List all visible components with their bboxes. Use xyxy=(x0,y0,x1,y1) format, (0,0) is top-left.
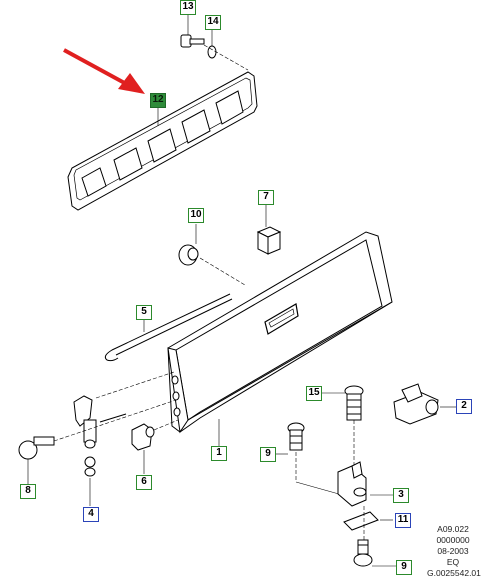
bracket-3 xyxy=(337,461,367,507)
bolt-9-lower xyxy=(353,539,373,567)
reference-line-2: 0000000 xyxy=(436,535,470,545)
callout-6[interactable]: 6 xyxy=(136,475,152,490)
bolt-13 xyxy=(180,34,205,48)
callout-3[interactable]: 3 xyxy=(393,488,409,503)
hinge-4 xyxy=(73,395,97,477)
callout-9-upper[interactable]: 9 xyxy=(260,447,276,462)
tailgate-1 xyxy=(167,231,393,434)
reference-line-3: 08-2003 xyxy=(437,546,469,556)
callout-4[interactable]: 4 xyxy=(83,507,99,522)
reference-line-5: G.0025542.01 xyxy=(427,568,481,578)
callout-7[interactable]: 7 xyxy=(258,190,274,205)
callout-14[interactable]: 14 xyxy=(205,15,221,30)
bumper-6 xyxy=(131,423,155,451)
callout-12[interactable]: 12 xyxy=(150,93,166,108)
reference-line-1: A09.022 xyxy=(437,524,469,534)
nutplate-11 xyxy=(343,511,379,531)
bolt-9-upper xyxy=(287,422,305,451)
callout-1[interactable]: 1 xyxy=(211,446,227,461)
callout-5[interactable]: 5 xyxy=(136,305,152,320)
rod-5 xyxy=(104,293,233,362)
bolt-15 xyxy=(344,385,364,421)
cap-7 xyxy=(256,226,282,255)
alignment-lines xyxy=(53,371,179,442)
callout-15[interactable]: 15 xyxy=(306,386,322,401)
latch-2 xyxy=(393,383,439,425)
callout-10[interactable]: 10 xyxy=(188,208,204,223)
bolt-8 xyxy=(18,436,55,460)
gasket-plate-12 xyxy=(67,71,258,211)
washer-14 xyxy=(207,45,217,59)
callout-9-lower[interactable]: 9 xyxy=(396,560,412,575)
callout-13[interactable]: 13 xyxy=(180,0,196,15)
reference-line-4: EQ xyxy=(446,557,460,567)
callout-2[interactable]: 2 xyxy=(456,399,472,414)
red-arrow-icon xyxy=(63,48,145,94)
callout-11[interactable]: 11 xyxy=(395,513,411,528)
callout-8[interactable]: 8 xyxy=(20,484,36,499)
bushing-10 xyxy=(178,244,199,266)
reference-block: A09.022 0000000 08-2003 EQ G.0025542.01 xyxy=(427,524,481,579)
